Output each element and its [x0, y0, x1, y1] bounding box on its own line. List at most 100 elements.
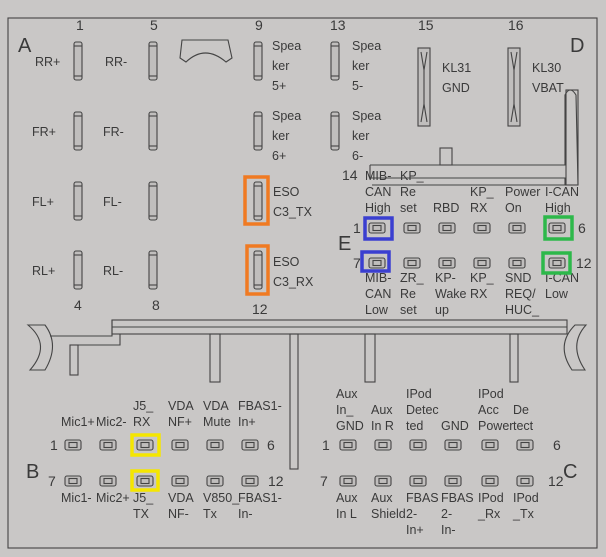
block-a-label: RL- [103, 264, 123, 278]
pin-detail [372, 259, 382, 267]
block-c-bottom-label: IPod_Tx [512, 491, 539, 521]
pin-number-a9: 9 [255, 17, 263, 33]
pin-number-e14: 14 [342, 167, 358, 183]
block-e-top-label: RBD [433, 201, 459, 215]
diagram-border [7, 17, 598, 549]
c-pin [339, 439, 357, 451]
e-pin [508, 257, 526, 269]
blade-pin [73, 111, 83, 151]
pin-detail [420, 51, 428, 123]
pin-detail [210, 441, 220, 449]
pin-detail [448, 441, 458, 449]
b-pin [64, 439, 82, 451]
c-pin [374, 439, 392, 451]
highlight-j5-tx [130, 469, 160, 492]
blade-pin [73, 250, 83, 290]
bracket-post [565, 89, 579, 186]
highlight-i-can-low [541, 251, 572, 275]
e-pin [403, 222, 421, 234]
block-a-label: FR+ [32, 125, 56, 139]
e-pin [508, 222, 526, 234]
block-a-label: FR- [103, 125, 124, 139]
block-b-bottom-label: J5_TX [133, 491, 154, 521]
pin-number-b1: 1 [50, 437, 58, 453]
pin-detail [485, 477, 495, 485]
pin-detail [175, 477, 185, 485]
block-b-bottom-label: V850_Tx [203, 491, 240, 521]
e-pin [438, 222, 456, 234]
pin-detail [477, 224, 487, 232]
pin-number-a1: 1 [76, 17, 84, 33]
section-label-a: A [18, 35, 32, 57]
block-b-bottom-label: FBAS1-In- [238, 491, 282, 521]
b-pin [241, 475, 259, 487]
pin-detail [140, 441, 150, 449]
pin-detail [210, 477, 220, 485]
pin-detail [407, 259, 417, 267]
b-pin [64, 475, 82, 487]
pin-detail [245, 441, 255, 449]
pin-detail [448, 477, 458, 485]
blade-pin [148, 111, 158, 151]
pin-number-b6: 6 [267, 437, 275, 453]
pin-detail [413, 477, 423, 485]
pin-detail [372, 224, 382, 232]
pin-number-b7: 7 [48, 473, 56, 489]
blade-pin [253, 181, 263, 221]
pin-detail [512, 224, 522, 232]
b-pin [99, 475, 117, 487]
c-pin [409, 439, 427, 451]
b-pin [171, 475, 189, 487]
e-pin [368, 257, 386, 269]
blade-pin [253, 111, 263, 151]
pin-detail [442, 259, 452, 267]
pin-detail [520, 477, 530, 485]
block-b-bottom-label: Mic1- [61, 491, 92, 505]
block-c-bottom-label: IPod_Rx [477, 491, 504, 521]
highlight-mib-can-low [360, 250, 391, 273]
highlight-j5-rx [130, 433, 161, 457]
b-pin [171, 439, 189, 451]
e-pin [473, 222, 491, 234]
block-b-bottom-label: Mic2+ [96, 491, 130, 505]
blade-pin [73, 41, 83, 81]
blade-pin [73, 181, 83, 221]
highlight-eso-rx [245, 244, 270, 296]
e-pin [548, 222, 566, 234]
c-pin [516, 475, 534, 487]
latch-shape [179, 39, 233, 63]
block-a-label: RL+ [32, 264, 55, 278]
e-pin [473, 257, 491, 269]
c-pin [481, 475, 499, 487]
pin-detail [343, 441, 353, 449]
b-pin [99, 439, 117, 451]
bracket-tab [439, 147, 453, 166]
blade-pin [148, 181, 158, 221]
highlight-mib-can-high [363, 216, 394, 241]
pin-detail [175, 441, 185, 449]
c-pin [409, 475, 427, 487]
pin-detail [343, 477, 353, 485]
highlight-eso-tx [243, 175, 270, 226]
pin-detail [552, 224, 562, 232]
pin-detail [140, 477, 150, 485]
block-b-top-label: FBAS1-In+ [238, 399, 282, 429]
pin-number-a5: 5 [150, 17, 158, 33]
pin-number-b12: 12 [268, 473, 284, 489]
e-pin [438, 257, 456, 269]
pin-number-a15: 15 [418, 17, 434, 33]
